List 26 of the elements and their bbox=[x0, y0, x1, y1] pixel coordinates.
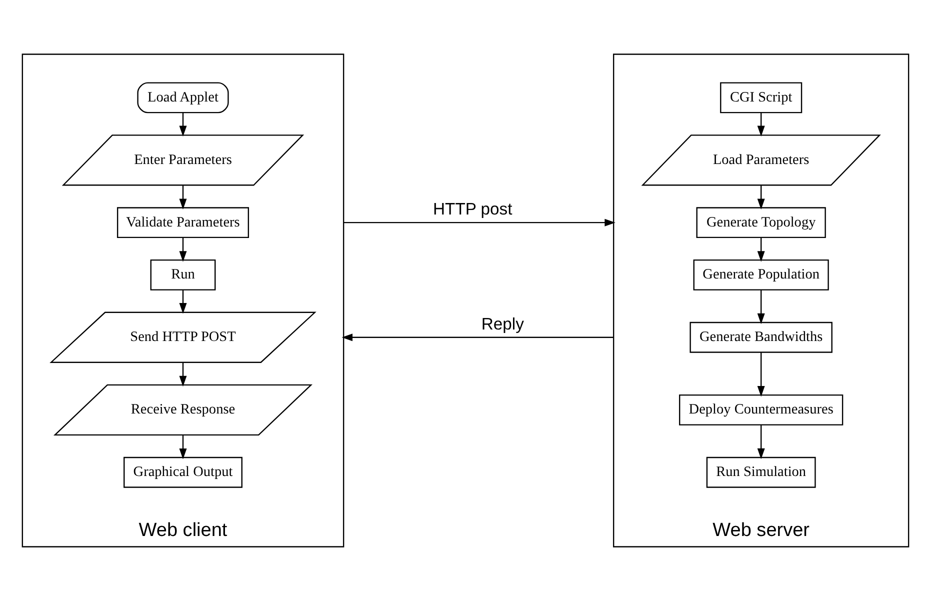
node-box: Generate Population bbox=[693, 258, 829, 290]
edge-label: Reply bbox=[481, 314, 524, 333]
arrow bbox=[757, 290, 765, 324]
node-box: Run bbox=[150, 258, 216, 290]
arrow bbox=[757, 237, 765, 262]
node-box: Load Applet bbox=[137, 82, 229, 113]
arrow bbox=[344, 218, 616, 226]
edge-label: HTTP post bbox=[433, 199, 512, 218]
arrow bbox=[757, 112, 765, 136]
arrow bbox=[179, 237, 187, 262]
node-box: Run Simulation bbox=[706, 456, 816, 488]
arrow bbox=[179, 434, 187, 459]
arrow bbox=[342, 333, 614, 341]
node-box: CGI Script bbox=[720, 82, 802, 113]
arrow bbox=[179, 184, 187, 209]
node-box: Deploy Countermeasures bbox=[679, 394, 844, 425]
arrow bbox=[757, 424, 765, 459]
arrow bbox=[757, 184, 765, 209]
arrow bbox=[179, 112, 187, 136]
arrow bbox=[179, 290, 187, 314]
arrow bbox=[757, 352, 765, 396]
node-box: Validate Parameters bbox=[116, 206, 249, 238]
node-box: Graphical Output bbox=[124, 456, 242, 488]
node-box: Generate Bandwidths bbox=[690, 321, 832, 352]
arrow bbox=[179, 362, 187, 386]
node-box: Generate Topology bbox=[696, 206, 826, 238]
